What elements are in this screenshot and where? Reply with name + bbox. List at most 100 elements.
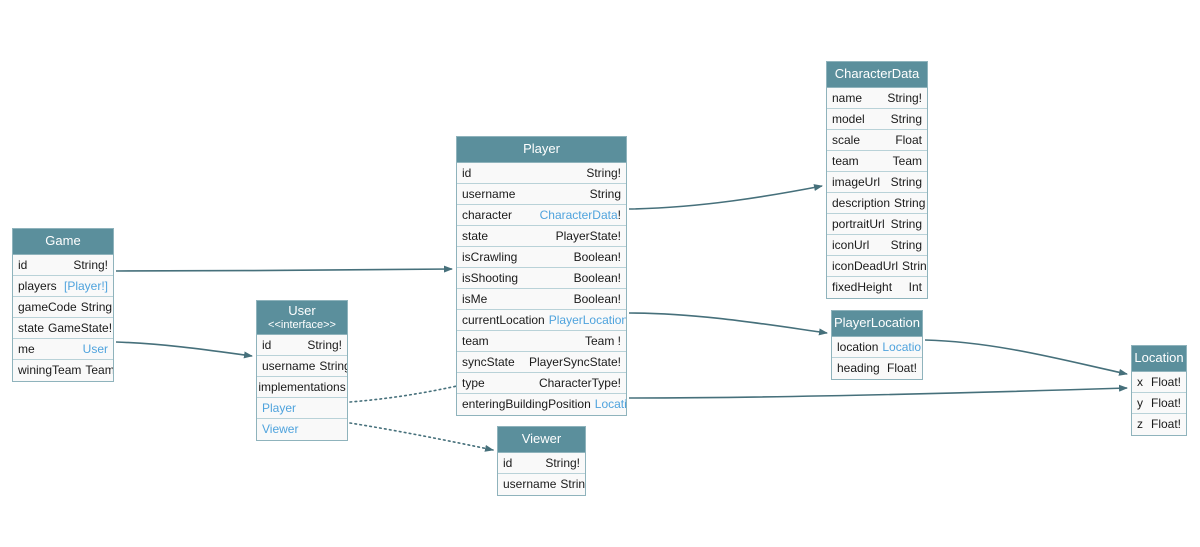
entity-user[interactable]: User<<interface>>idString!usernameString… (256, 300, 348, 441)
field-type: String! (73, 257, 108, 272)
field-name: team (832, 153, 859, 168)
field-name: state (18, 320, 45, 335)
entity-header-game: Game (13, 229, 113, 255)
field-row[interactable]: iconDeadUrlString (827, 255, 927, 277)
field-type[interactable]: [Player!] (64, 279, 108, 293)
field-type: GameState! (48, 320, 113, 335)
field-type: Float! (1150, 395, 1181, 410)
field-row[interactable]: state PlayerState! (457, 225, 626, 247)
field-type-ref[interactable]: CharacterData (539, 207, 618, 222)
field-name: isCrawling (462, 249, 518, 264)
field-row[interactable]: username String (457, 183, 626, 205)
field-name: location (837, 339, 879, 354)
field-name: team (462, 333, 489, 348)
field-row[interactable]: iconUrl String (827, 234, 927, 256)
field-type: Float! (1150, 417, 1181, 432)
field-name: gameCode (18, 299, 77, 314)
field-type-ref[interactable]: User (82, 341, 108, 356)
field-row[interactable]: Viewer (257, 418, 347, 440)
field-type: String (319, 358, 347, 373)
entity-title: User (288, 303, 316, 318)
field-name: Player (262, 400, 297, 415)
entity-playerlocation[interactable]: PlayerLocationlocationLocation!headingFl… (831, 310, 923, 380)
field-row[interactable]: team Team (827, 150, 927, 172)
field-type[interactable]: User (83, 342, 108, 356)
edge-game-me-to-user (115, 341, 253, 359)
field-type: Team (892, 153, 922, 168)
field-name: currentLocation (462, 312, 545, 327)
field-type-ref[interactable]: Location (594, 397, 626, 412)
field-type: PlayerState! (555, 228, 621, 243)
field-name: iconDeadUrl (832, 258, 899, 273)
field-row[interactable]: Player (257, 397, 347, 419)
field-row[interactable]: currentLocation PlayerLocation! (457, 309, 626, 331)
field-type[interactable]: CharacterData! (540, 208, 621, 222)
entity-header-viewer: Viewer (498, 427, 585, 453)
field-type-ref[interactable]: PlayerLocation (548, 312, 626, 327)
field-type: Float! (886, 361, 917, 376)
field-type-ref[interactable]: Location (882, 339, 922, 354)
edge-user-viewer-implements (349, 422, 494, 452)
field-row[interactable]: players[Player!] (13, 275, 113, 297)
field-type: String (890, 237, 922, 252)
field-name: iconUrl (832, 237, 870, 252)
field-name: imageUrl (832, 174, 881, 189)
field-type: String (589, 186, 621, 201)
field-name: id (462, 165, 472, 180)
entity-stereotype: <<interface>> (268, 318, 336, 331)
field-row[interactable]: locationLocation! (832, 336, 922, 358)
field-name: enteringBuildingPosition (462, 397, 591, 412)
field-name: Viewer (262, 422, 299, 437)
field-type-nonnull: ! (617, 207, 621, 222)
entity-header-user: User<<interface>> (257, 301, 347, 335)
field-row[interactable]: enteringBuildingPosition Location (457, 393, 626, 415)
field-name: name (832, 90, 863, 105)
field-type[interactable]: PlayerLocation! (549, 313, 626, 327)
field-row[interactable]: implementations (257, 376, 347, 398)
field-name: model (832, 111, 865, 126)
field-name: x (1137, 374, 1143, 389)
field-type-ref[interactable]: [Player!] (63, 278, 108, 293)
edge-player-character-to-characterdata (628, 184, 823, 210)
field-name: username (462, 186, 516, 201)
edge-playerlocation-location-to-location (924, 339, 1128, 376)
field-name: scale (832, 132, 861, 147)
field-type[interactable]: Location! (882, 340, 922, 354)
field-type: String (560, 477, 585, 492)
field-type[interactable]: Location (595, 397, 626, 411)
field-name: state (462, 228, 489, 243)
